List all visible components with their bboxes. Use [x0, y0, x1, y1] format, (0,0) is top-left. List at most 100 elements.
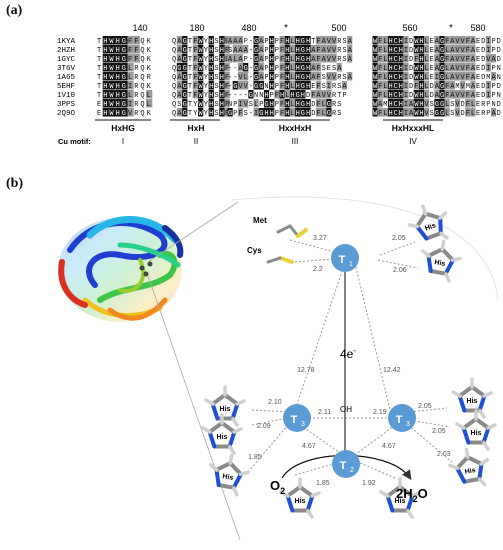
t2-center: T 2: [332, 450, 360, 478]
his-label: His: [434, 259, 446, 268]
distance-label: 2.05: [418, 403, 432, 410]
cu-motif-roman: III: [292, 137, 299, 146]
his-label: His: [424, 222, 437, 232]
his-label: His: [217, 434, 228, 441]
distance-label: 2.11: [318, 409, 331, 416]
histidine-residue: His: [448, 447, 490, 487]
t3-right-center: T 3: [388, 404, 416, 432]
histidine-residue: His: [455, 409, 497, 451]
cu-motif-roman: I: [122, 137, 124, 146]
distance-label: 2.09: [257, 423, 271, 430]
histidine-residue: His: [204, 385, 246, 427]
zoom-line: [147, 201, 239, 263]
motif-label: HxxHxH: [279, 123, 312, 133]
panel-b-label: (b): [6, 176, 24, 191]
pdb-id: 2HZH: [57, 47, 75, 55]
svg-text:T: T: [339, 254, 346, 266]
sequence-segment: ALAP-GAPHPFHLHGHAFAVVRSA: [228, 56, 353, 64]
distance-label: 2.05: [432, 428, 446, 435]
pdb-id: 3PPS: [57, 101, 76, 109]
panel-a-label: (a): [6, 3, 23, 18]
sequence-segment: QAGTFWYHSHF: [172, 38, 229, 46]
sequence-segment: QAGTFWYHSHL: [172, 56, 229, 64]
conserved-mark: *: [449, 23, 453, 34]
distance-label: 4.67: [302, 443, 316, 450]
sequence-segment: SAAA-GAPHPFHLHGHAFAVVRSA: [228, 47, 353, 55]
pdb-id: 1V10: [57, 92, 76, 100]
sequence-segment: WFLHCHIDWHLEAGFAVVFAEDIPD: [373, 38, 501, 46]
position-180: 180: [189, 23, 204, 33]
distance-label: 2.2: [313, 266, 323, 273]
svg-text:T: T: [291, 414, 298, 426]
sequence-segment: WFLHCHIDWHLEAGLAVVFAEDIPD: [373, 47, 501, 55]
his-label: His: [395, 498, 406, 505]
his-label: His: [220, 406, 231, 413]
distance-label: 2.05: [392, 235, 406, 242]
sequence-segment: -GVV-GGNHPFHLHGHEFSIRSA: [228, 83, 347, 91]
sequence-segment: GPFS-IGHHPFHLHGHDFLGRS: [228, 110, 341, 118]
sequence-segment: --AG-GAPHPFHLHGHAFSESA: [228, 65, 342, 73]
position-560: 560: [402, 23, 417, 33]
distance-label: 2.10: [268, 399, 282, 406]
histidine-residue: His: [451, 377, 493, 419]
distance-label: 12.78: [297, 367, 315, 374]
cu-motif-roman: II: [194, 137, 198, 146]
met-ligand: Met: [253, 216, 308, 238]
bridging-oh-label: OH: [340, 405, 352, 414]
svg-text:T: T: [396, 414, 403, 426]
his-label: His: [467, 398, 478, 405]
sequence-segment: WFLHCHIAWHVSGGLSVDFLERPAD: [373, 110, 501, 118]
his-label: His: [471, 430, 482, 437]
pdb-id: 2Q9O: [57, 110, 76, 118]
svg-text:3: 3: [406, 421, 410, 428]
distance-label: 4.67: [382, 443, 396, 450]
cu-motif-label: Cu motif:: [58, 137, 91, 146]
t3-left-center: T 3: [283, 404, 311, 432]
sequence-segment: WFLHCHIDFHLDAGFAMVMAEDIPD: [373, 83, 501, 91]
svg-text:1: 1: [349, 261, 353, 268]
sequence-segment: QAGTFWYHSHF: [172, 74, 229, 82]
histidine-residue: His: [279, 477, 321, 519]
distance-label: 2.03: [437, 451, 451, 458]
sequence-segment: --VL-GAPHPFHLHGHAFSVVRSA: [228, 74, 353, 82]
motif-label: HxHG: [111, 123, 135, 133]
motif-label: HxHxxxHL: [392, 123, 435, 133]
histidine-residue: His: [379, 477, 421, 519]
sequence-segment: WAMHCHIAWHVSGGLSVDFLERPND: [373, 101, 501, 109]
t1-center: T 1: [331, 244, 359, 272]
oxygen-label: O2: [270, 478, 285, 496]
position-480: 480: [241, 23, 256, 33]
distance-label: 1.85: [316, 480, 330, 487]
protein-ribbon: [58, 216, 184, 322]
his-label: His: [295, 498, 306, 505]
his-label: His: [464, 467, 476, 476]
distance-label: 3.27: [313, 235, 327, 242]
sequence-segment: QAGTFWYHSHF: [172, 47, 229, 55]
sequence-segment: QSGTYWYHSHF: [172, 101, 229, 109]
pdb-id: 1KYA: [57, 38, 76, 46]
position-580: 580: [470, 23, 485, 33]
sequence-segment: WFLHCHIDFHLEAGFAVVFAEDVAD: [373, 56, 501, 64]
pdb-id: 1GYC: [57, 56, 76, 64]
histidine-residue: His: [407, 204, 449, 241]
sequence-segment: QAGTFWYHSHF: [172, 92, 229, 100]
sequence-segment: WFLHCHIDWHLDAGFAVVFAEDIPN: [373, 92, 501, 100]
svg-text:3: 3: [301, 421, 305, 428]
zoom-line: [147, 275, 241, 541]
sequence-segment: QAGTYWYHSHF: [172, 110, 229, 118]
met-label: Met: [253, 216, 267, 225]
sequence-segment: WFLHCHIDWHLEIGLAVVFAEDMAN: [373, 74, 501, 82]
svg-text:T: T: [340, 460, 347, 472]
sequence-segment: ----GNNHPFHLHGHDFAVVRTP: [228, 92, 347, 100]
cys-label: Cys: [247, 246, 262, 255]
